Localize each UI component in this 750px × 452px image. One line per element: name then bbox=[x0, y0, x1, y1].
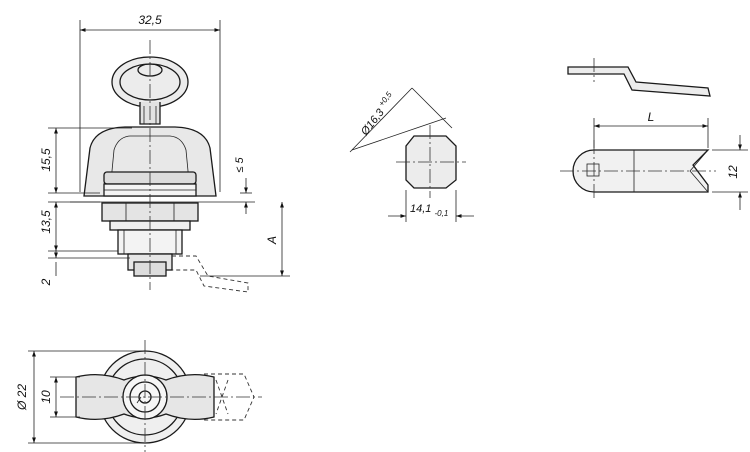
dim-2: 2 bbox=[39, 278, 53, 286]
dim-dia-16-3: Ø16,3 +0,5 bbox=[356, 90, 399, 139]
dim-dia-22: Ø 22 bbox=[15, 384, 29, 411]
dim-32-5: 32,5 bbox=[138, 13, 162, 27]
cam-side-view bbox=[567, 66, 711, 97]
dim-10: 10 bbox=[39, 390, 53, 404]
front-view: 32,5 15,5 13,5 2 ≤ 5 A bbox=[39, 13, 290, 293]
dim-13-5: 13,5 bbox=[39, 210, 53, 234]
dim-14-1: 14,1 -0,1 bbox=[410, 203, 448, 218]
right-view: L 12 bbox=[560, 58, 748, 210]
dim-15-5: 15,5 bbox=[39, 148, 53, 172]
middle-view: Ø16,3 +0,5 14,1 -0,1 bbox=[349, 87, 474, 222]
dim-12: 12 bbox=[726, 165, 740, 179]
dim-L: L bbox=[648, 110, 655, 124]
cam-plan-view bbox=[572, 149, 710, 193]
bottom-view: Ø 22 10 bbox=[15, 340, 262, 452]
dim-A: A bbox=[265, 236, 279, 245]
dim-max-5: ≤ 5 bbox=[234, 157, 246, 173]
